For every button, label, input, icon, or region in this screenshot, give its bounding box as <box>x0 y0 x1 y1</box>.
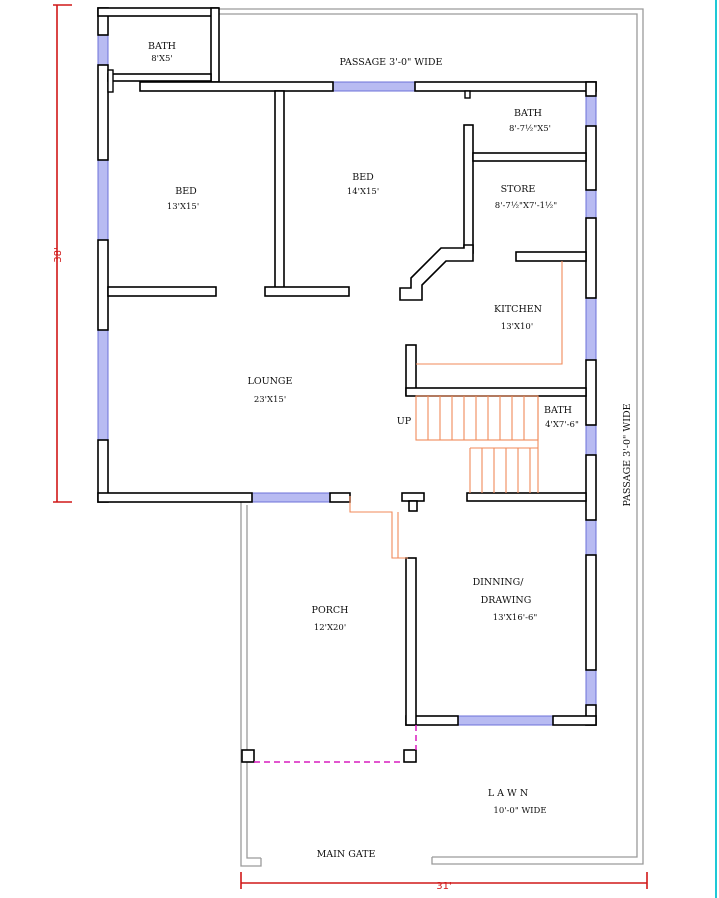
kitchen-size: 13'X10' <box>501 322 533 332</box>
wall <box>97 7 219 17</box>
bath-small-size: 4'X7'-6" <box>545 420 579 430</box>
lounge-label: LOUNGE <box>248 376 293 387</box>
wall <box>585 217 597 299</box>
wall <box>585 125 597 191</box>
store-label: STORE <box>501 184 536 195</box>
passage-side-label: PASSAGE 3'-0" WIDE <box>622 403 633 506</box>
wall <box>403 749 417 763</box>
bed2-size: 14'X15' <box>347 187 379 197</box>
wall <box>107 73 212 82</box>
bed2-label: BED <box>352 172 374 183</box>
bed1-label: BED <box>175 186 197 197</box>
wall <box>97 239 109 331</box>
wall <box>405 387 587 397</box>
wall <box>329 492 351 503</box>
wall <box>405 557 417 726</box>
lawn-size: 10'-0" WIDE <box>493 806 546 816</box>
window <box>585 669 597 706</box>
window <box>332 81 416 92</box>
wall <box>414 81 597 92</box>
store-size: 8'-7½"X7'-1½" <box>495 200 557 211</box>
wall-notches <box>107 69 471 99</box>
porch-label: PORCH <box>312 605 349 616</box>
dining-label-2: DRAWING <box>481 595 532 606</box>
wall <box>585 454 597 521</box>
bath-right-size: 8'-7½"X5' <box>509 123 551 134</box>
kitchen-label: KITCHEN <box>494 304 542 315</box>
bath-small-label: BATH <box>544 405 572 416</box>
porch-size: 12'X20' <box>314 623 346 633</box>
wall <box>515 251 587 262</box>
window <box>585 189 597 219</box>
bath-top-label: BATH <box>148 41 176 52</box>
dining-label-1: DINNING/ <box>473 577 525 588</box>
wall <box>139 81 334 92</box>
window <box>251 492 331 503</box>
wall <box>97 64 109 161</box>
walls <box>97 7 597 763</box>
wall <box>97 492 253 503</box>
dimension-horizontal <box>240 872 648 889</box>
up-label: UP <box>397 416 412 427</box>
wall <box>552 715 597 726</box>
bed1-size: 13'X15' <box>167 202 199 212</box>
wall <box>399 244 474 301</box>
bath-right-label: BATH <box>514 108 542 119</box>
main-gate-label: MAIN GATE <box>317 849 376 860</box>
window <box>97 159 109 241</box>
lounge-size: 23'X15' <box>254 395 286 405</box>
wall <box>585 359 597 426</box>
wall <box>408 500 418 512</box>
wall <box>585 554 597 671</box>
window <box>97 34 109 66</box>
dining-size: 13'X16'-6" <box>493 613 538 623</box>
window <box>585 424 597 456</box>
window <box>585 519 597 556</box>
wall <box>401 492 425 502</box>
window <box>585 95 597 127</box>
passage-top-label: PASSAGE 3'-0" WIDE <box>339 57 442 68</box>
bath-top-size: 8'X5' <box>151 54 173 64</box>
lawn-label: L A W N <box>488 788 528 799</box>
porch-edge <box>254 725 417 763</box>
wall <box>264 286 350 297</box>
dimension-vertical <box>53 4 72 503</box>
dimension-height-text: 38' <box>53 247 64 262</box>
wall <box>210 7 220 83</box>
wall <box>466 492 587 502</box>
wall <box>274 90 285 296</box>
window <box>585 297 597 361</box>
windows <box>97 34 597 726</box>
wall <box>107 286 217 297</box>
wall <box>472 152 587 162</box>
staircase <box>349 261 563 559</box>
wall <box>241 749 255 763</box>
dimension-width-text: 31' <box>436 881 451 892</box>
window <box>97 329 109 441</box>
plot-outline <box>218 8 644 867</box>
window <box>457 715 554 726</box>
wall <box>585 81 597 97</box>
wall <box>463 124 474 254</box>
